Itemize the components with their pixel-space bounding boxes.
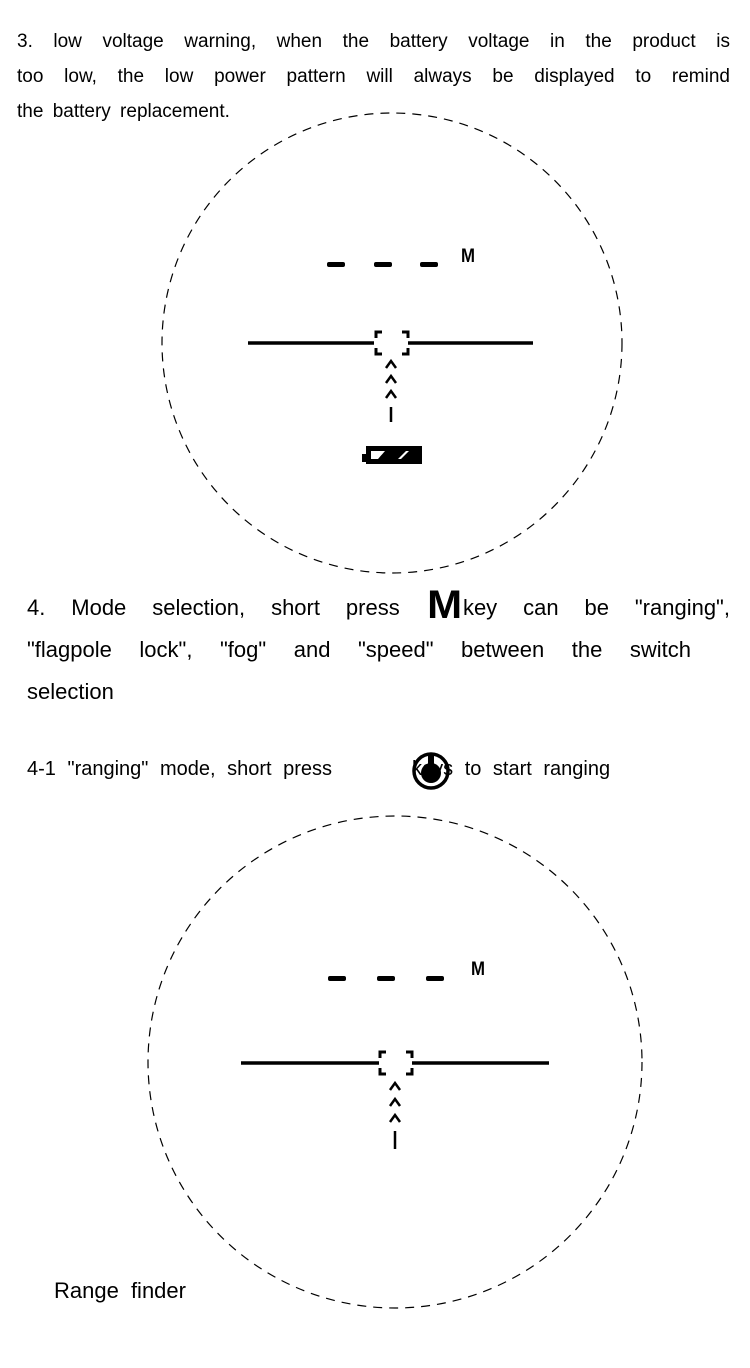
section-4-text-before-key: 4. Mode selection, short press: [27, 595, 400, 620]
section-4-1-text-before: 4-1 "ranging" mode, short press: [27, 758, 333, 780]
dash-3: [426, 976, 444, 981]
chevron-up-icon: [388, 1112, 402, 1123]
reticle-bracket: [374, 330, 410, 356]
dash-1: [327, 262, 345, 267]
chevron-up-icon: [384, 373, 398, 384]
distance-dashes-2: [328, 976, 444, 981]
reticle-bracket: [378, 1050, 414, 1076]
m-key-icon: M: [426, 583, 462, 627]
range-finder-caption: Range finder: [54, 1278, 186, 1303]
section-4-1-text-after: keys to start ranging: [412, 758, 611, 780]
section-3-paragraph: 3. low voltage warning, when the battery…: [17, 24, 730, 129]
distance-dashes-1: [327, 262, 438, 267]
chevron-up-icon: [388, 1080, 402, 1091]
chevron-up-icon: [384, 388, 398, 399]
viewfinder-circle-2: [147, 815, 643, 1309]
section-3-line-2: too low, the low power pattern will alwa…: [17, 66, 730, 87]
unit-label-2: M: [471, 959, 485, 980]
dash-1: [328, 976, 346, 981]
viewfinder-display-2: M: [147, 815, 643, 1309]
section-4-text-after-key: key can be "ranging",: [462, 595, 730, 620]
section-4-1-line: 4-1 "ranging" mode, short press keys to …: [27, 748, 717, 790]
dash-3: [420, 262, 438, 267]
section-4-paragraph: 4. Mode selection, short press Mkey can …: [27, 583, 730, 713]
section-3-line-1: 3. low voltage warning, when the battery…: [17, 31, 730, 52]
unit-label-1: M: [461, 246, 475, 267]
dash-2: [374, 262, 392, 267]
chevron-up-icon: [388, 1096, 402, 1107]
section-4-line-2: "flagpole lock", "fog" and "speed" betwe…: [27, 637, 691, 662]
viewfinder-display-1: M: [161, 112, 623, 574]
section-4-line-3: selection: [27, 679, 114, 704]
section-3-line-3: the battery replacement.: [17, 101, 230, 122]
chevron-up-icon: [384, 358, 398, 369]
dash-2: [377, 976, 395, 981]
reticle-2: [241, 1050, 549, 1149]
viewfinder-circle-1: [161, 112, 623, 574]
power-button-icon: [412, 752, 450, 790]
reticle-1: [248, 330, 533, 422]
section-4-line-1: 4. Mode selection, short press Mkey can …: [27, 583, 730, 629]
battery-low-icon: [362, 446, 422, 464]
